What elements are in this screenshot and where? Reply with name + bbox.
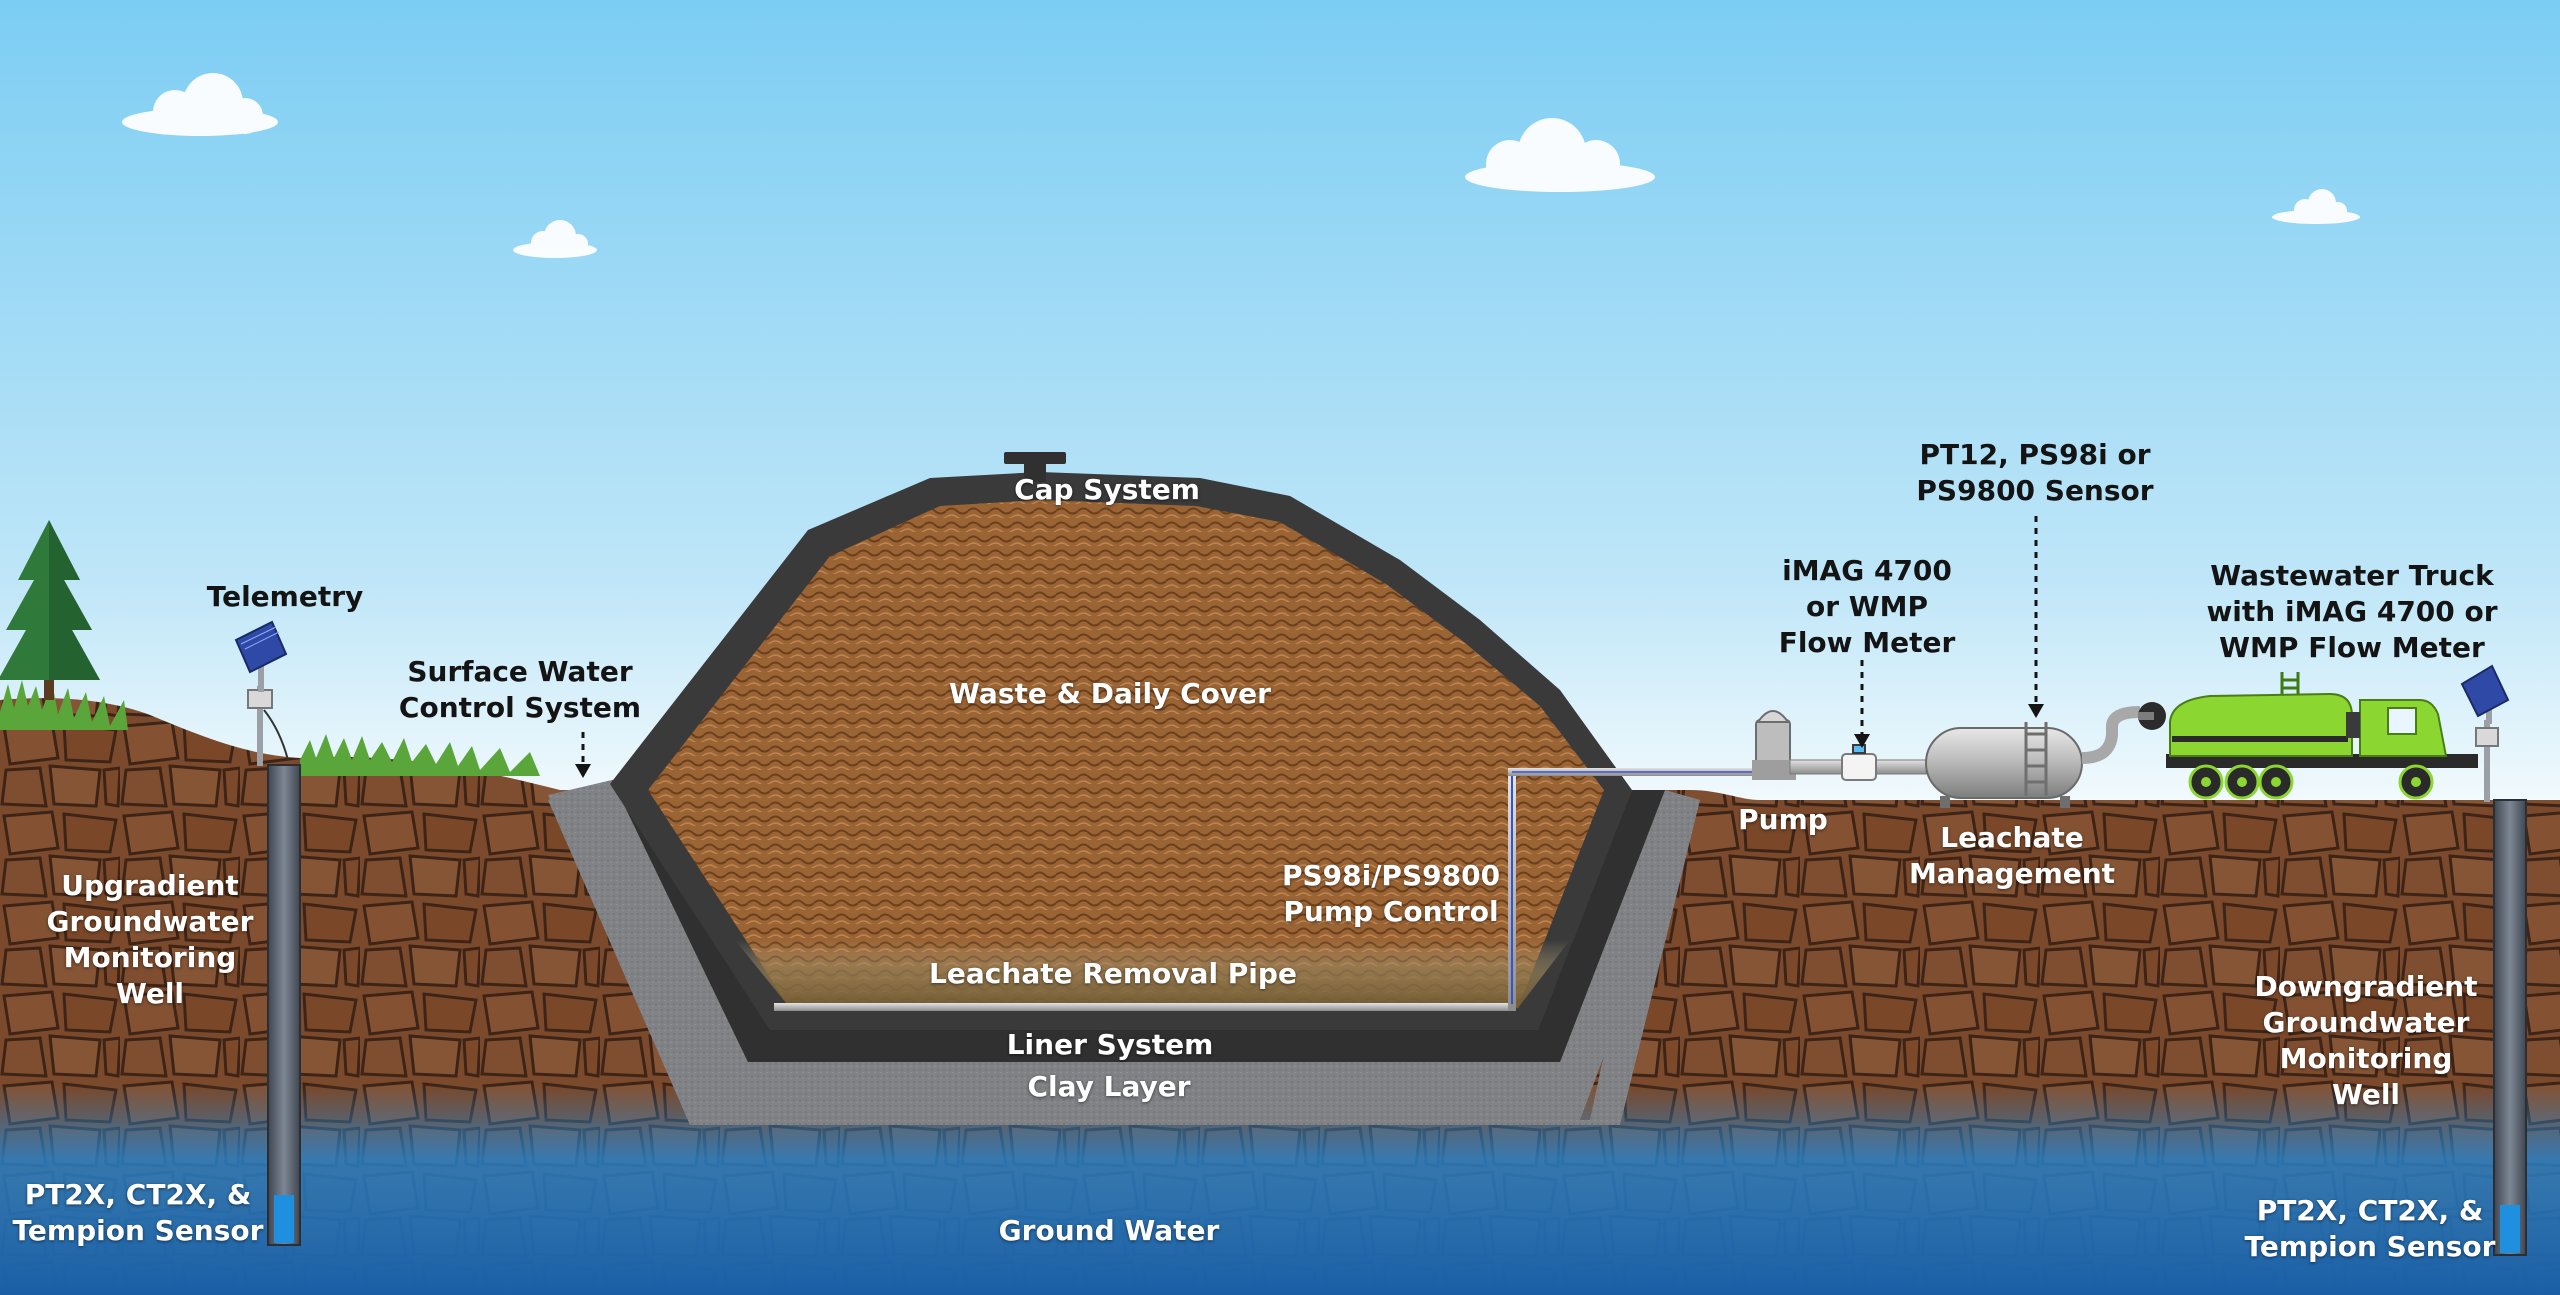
upgradient-monitoring-well xyxy=(247,686,301,1246)
sensor-left-label: PT2X, CT2X, & Tempion Sensor xyxy=(12,1178,264,1247)
waste-daily-cover xyxy=(648,500,1604,1008)
pine-tree-icon xyxy=(0,520,100,700)
cloud-icon xyxy=(122,73,278,136)
surface-water-label: Surface Water Control System xyxy=(398,655,642,724)
downgradient-well-label: Downgradient Groundwater Monitoring Well xyxy=(2254,970,2478,1111)
leachate-management-label: Leachate Management xyxy=(1908,821,2116,890)
solar-panel-icon xyxy=(234,620,288,692)
pump-label: Pump xyxy=(1738,803,1828,836)
flow-meter-label: iMAG 4700 or WMP Flow Meter xyxy=(1778,554,1956,659)
leachate-zone xyxy=(735,940,1570,1008)
clay-layer-label: Clay Layer xyxy=(1027,1070,1191,1103)
tank-icon xyxy=(1925,706,2141,808)
pump-icon xyxy=(1752,710,1796,780)
ground-water-label: Ground Water xyxy=(998,1214,1220,1247)
upgradient-well-label: Upgradient Groundwater Monitoring Well xyxy=(46,869,254,1010)
solar-panel-icon xyxy=(2460,664,2510,724)
clay-layer-body xyxy=(548,780,1700,1120)
grass-tuft xyxy=(0,680,540,776)
flow-meter-icon xyxy=(1841,744,1877,781)
tank-sensor-label: PT12, PS98i or PS9800 Sensor xyxy=(1916,438,2154,507)
cap-vent-icon xyxy=(1004,452,1066,482)
leachate-removal-pipe xyxy=(774,768,1776,1011)
cloud-icon xyxy=(2272,189,2360,224)
liner-system-label: Liner System xyxy=(1006,1028,1214,1061)
dashed-arrow-icon xyxy=(581,516,2038,766)
truck-icon xyxy=(2138,672,2478,800)
cloud-icon xyxy=(1465,118,1655,192)
sensor-right-label: PT2X, CT2X, & Tempion Sensor xyxy=(2244,1194,2496,1263)
leachate-pipe-label: Leachate Removal Pipe xyxy=(929,957,1297,990)
cap-system-label: Cap System xyxy=(1014,473,1200,506)
telemetry-label: Telemetry xyxy=(206,580,364,613)
liner-system xyxy=(612,778,1665,1062)
cloud-icon xyxy=(513,220,597,258)
downgradient-monitoring-well xyxy=(2475,720,2527,1256)
truck-label: Wastewater Truck with iMAG 4700 or WMP F… xyxy=(2206,559,2498,664)
waste-cover-label: Waste & Daily Cover xyxy=(949,677,1271,710)
arrowhead xyxy=(575,704,2044,778)
pump-control-label: PS98i/PS9800 Pump Control xyxy=(1281,859,1501,928)
